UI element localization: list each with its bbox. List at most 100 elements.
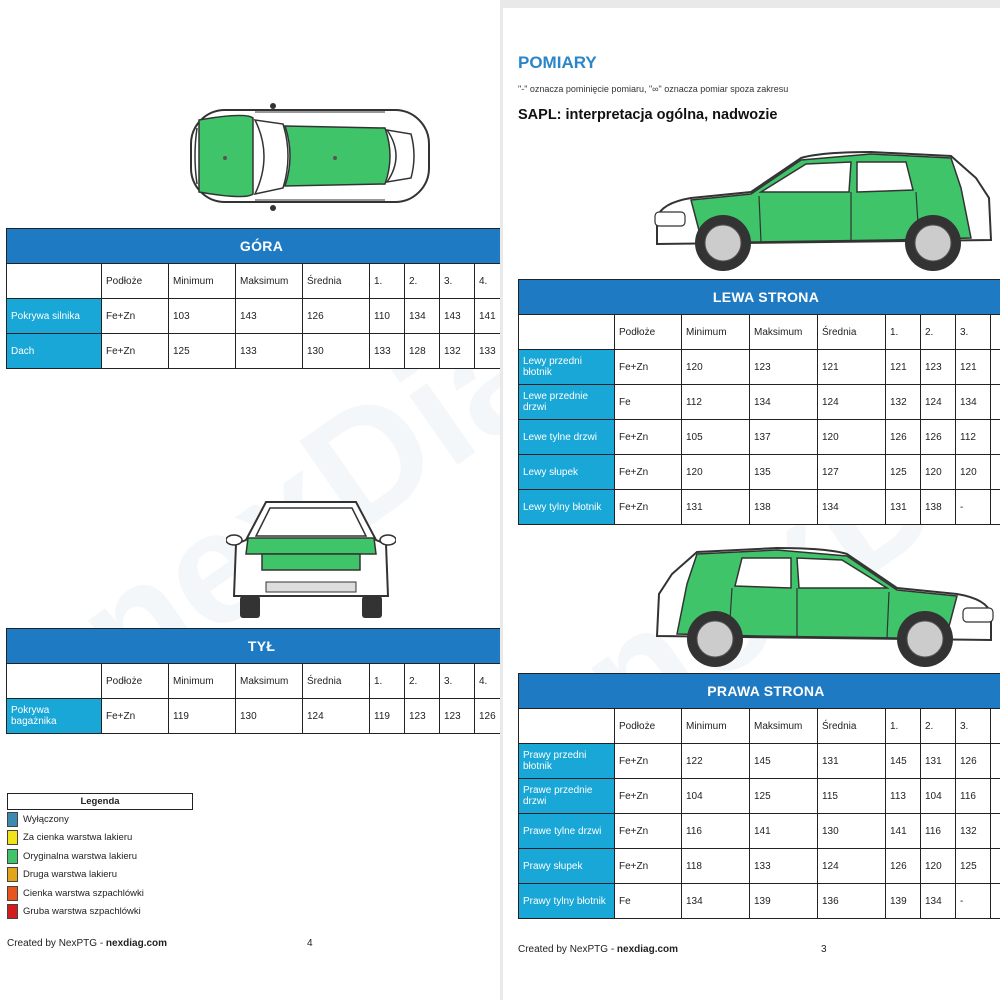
- legend-swatch: [7, 904, 18, 920]
- cell-cut: [989, 349, 1000, 385]
- cell: 134: [681, 883, 750, 919]
- cell: 127: [817, 454, 886, 490]
- table-row: Lewy tylny błotnik Fe+Zn 131 138 134 131…: [518, 489, 1000, 525]
- cell: 136: [817, 883, 886, 919]
- col-header: Średnia: [302, 663, 370, 699]
- row-name: Lewe przednie drzwi: [518, 384, 615, 420]
- cell: Fe+Zn: [614, 743, 682, 779]
- footer: Created by NexPTG - nexdiag.com: [7, 938, 167, 949]
- cell: 131: [817, 743, 886, 779]
- cell: 123: [920, 349, 956, 385]
- legend-swatch: [7, 811, 18, 827]
- cell: 133: [749, 848, 818, 884]
- cell: 131: [885, 489, 921, 525]
- cell: 141: [749, 813, 818, 849]
- cell: 138: [749, 489, 818, 525]
- cell: 130: [817, 813, 886, 849]
- row-name: Pokrywa silnika: [6, 298, 102, 334]
- car-right-side-view: [655, 546, 994, 667]
- col-header: Podłoże: [614, 708, 682, 744]
- cell: 121: [817, 349, 886, 385]
- cell: Fe+Zn: [101, 698, 169, 734]
- footer-link[interactable]: nexdiag.com: [616, 944, 679, 955]
- page-title: POMIARY: [518, 53, 597, 72]
- legend-title: Legenda: [7, 793, 193, 810]
- table-row: Pokrywa silnika Fe+Zn 103 143 126 110 13…: [6, 298, 500, 334]
- col-header: Średnia: [302, 263, 370, 299]
- table-row: Prawe tylne drzwi Fe+Zn 116 141 130 141 …: [518, 813, 1000, 849]
- header-empty: [6, 663, 102, 699]
- row-name: Lewy tylny błotnik: [518, 489, 615, 525]
- col-header: 2.: [404, 663, 440, 699]
- legend-label: Za cienka warstwa lakieru: [23, 832, 133, 844]
- report-page-4: nexDiag GÓRA Podłoże Minimum Maksimum Śr…: [0, 0, 500, 1000]
- cell: 120: [681, 454, 750, 490]
- rear-table-title: TYŁ: [5, 628, 500, 664]
- col-header: 4.: [473, 263, 500, 299]
- cell: 104: [920, 778, 956, 814]
- cell: 134: [955, 384, 991, 420]
- cell: Fe+Zn: [614, 419, 682, 455]
- legend-item: Druga warstwa lakieru: [7, 866, 193, 885]
- cell: 133: [235, 333, 303, 369]
- cell: 119: [369, 698, 405, 734]
- header-empty: [518, 708, 615, 744]
- cell: 112: [955, 419, 991, 455]
- cell: 126: [885, 848, 921, 884]
- col-header: Podłoże: [101, 663, 169, 699]
- cell: 126: [955, 743, 991, 779]
- footer: Created by NexPTG - nexdiag.com: [518, 944, 678, 955]
- col-header: 2.: [404, 263, 440, 299]
- cell-cut: [989, 489, 1000, 525]
- cell: 105: [681, 419, 750, 455]
- cell: Fe: [614, 883, 682, 919]
- cell: 124: [817, 384, 886, 420]
- cell: 121: [885, 349, 921, 385]
- cell: 119: [168, 698, 236, 734]
- row-name: Prawe przednie drzwi: [518, 778, 615, 814]
- table-row: Lewe tylne drzwi Fe+Zn 105 137 120 126 1…: [518, 419, 1000, 455]
- cell: 126: [885, 419, 921, 455]
- legend-swatch: [7, 885, 18, 901]
- col-header: Podłoże: [614, 314, 682, 350]
- cell-cut: [990, 813, 1000, 849]
- cell: 132: [955, 813, 991, 849]
- cell: 126: [302, 298, 370, 334]
- row-name: Prawe tylne drzwi: [518, 813, 615, 849]
- cell: 141: [885, 813, 921, 849]
- cell: 143: [235, 298, 303, 334]
- col-header: Średnia: [817, 314, 886, 350]
- footer-text: Created by NexPTG -: [518, 944, 617, 955]
- col-header-cut: [990, 708, 1000, 744]
- cell: 125: [168, 333, 236, 369]
- cell-cut: [989, 384, 1000, 420]
- cell: 123: [439, 698, 475, 734]
- cell-cut: [990, 778, 1000, 814]
- cell: 135: [749, 454, 818, 490]
- header-empty: [518, 314, 615, 350]
- col-header: Minimum: [681, 314, 750, 350]
- cell-cut: [990, 848, 1000, 884]
- legend-swatch: [7, 830, 18, 846]
- legend-item: Gruba warstwa szpachlówki: [7, 903, 193, 922]
- cell-cut: [990, 883, 1000, 919]
- legend-label: Druga warstwa lakieru: [23, 869, 117, 881]
- col-header: Podłoże: [101, 263, 169, 299]
- legend-label: Wyłączony: [23, 813, 69, 825]
- cell: 130: [302, 333, 370, 369]
- top-table-title: GÓRA: [5, 228, 500, 264]
- col-header: 1.: [369, 663, 405, 699]
- col-header: Maksimum: [749, 708, 818, 744]
- cell: 120: [920, 454, 956, 490]
- col-header: 3.: [439, 263, 475, 299]
- cell: 120: [817, 419, 886, 455]
- cell: -: [955, 883, 991, 919]
- footer-link[interactable]: nexdiag.com: [105, 938, 168, 949]
- cell: 132: [885, 384, 921, 420]
- legend: Legenda Wyłączony Za cienka warstwa laki…: [7, 793, 193, 921]
- table-row: Prawe przednie drzwi Fe+Zn 104 125 115 1…: [518, 778, 1000, 814]
- cell: Fe+Zn: [101, 298, 169, 334]
- table-row: Pokrywa bagażnika Fe+Zn 119 130 124 119 …: [6, 698, 500, 734]
- cell: 120: [920, 848, 956, 884]
- cell-cut: [990, 743, 1000, 779]
